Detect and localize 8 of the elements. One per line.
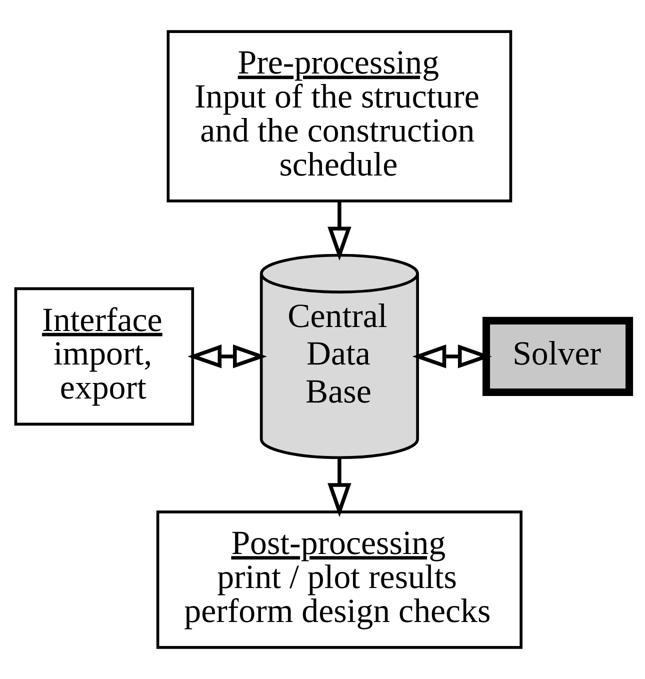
arrow [328, 201, 352, 261]
node-box: Post-processing print / plot results perform design checks [156, 510, 522, 649]
node-box: Pre-processing Input of the structure and the construction schedule [166, 30, 512, 202]
arrow [188, 344, 267, 368]
node-box: Solver [482, 316, 634, 396]
arrow [328, 458, 352, 518]
node-box: Interface import, export [14, 287, 194, 426]
arrow [412, 344, 492, 368]
